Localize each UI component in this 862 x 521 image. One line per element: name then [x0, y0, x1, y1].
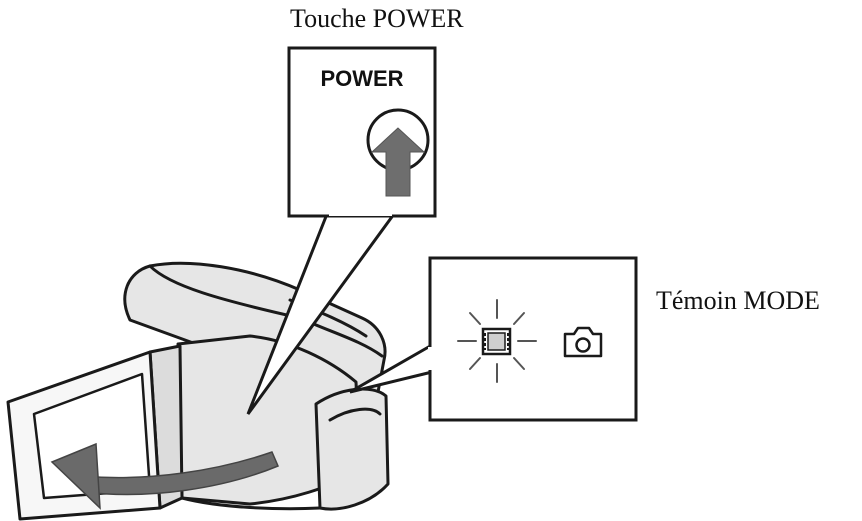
power-callout: POWER [246, 46, 437, 415]
camera-icon [563, 326, 603, 358]
power-key-text: POWER [320, 66, 403, 91]
press-arrow-icon [370, 127, 426, 197]
mode-callout [349, 256, 638, 422]
curved-arrow-icon [50, 442, 279, 510]
power-button-title: Touche POWER [290, 4, 464, 33]
blink-rays-icon [457, 299, 537, 383]
mode-indicator-title: Témoin MODE [656, 286, 820, 315]
film-icon [481, 327, 512, 356]
